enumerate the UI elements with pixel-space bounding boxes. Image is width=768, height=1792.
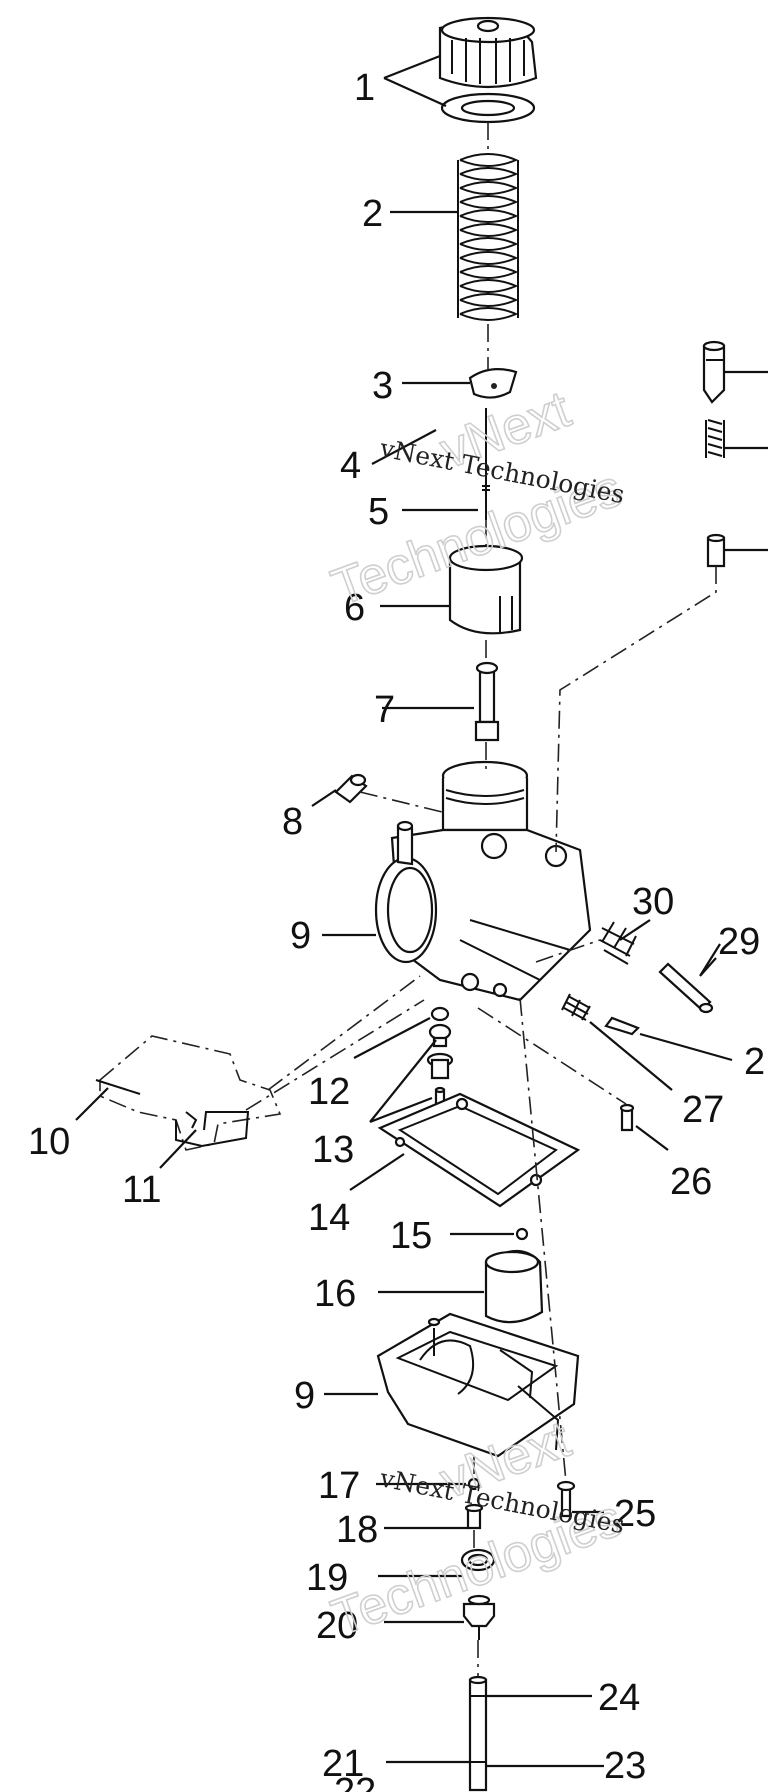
callout-22: 22 [334, 1771, 376, 1792]
part-10-11-line [95, 1035, 282, 1151]
part-15-ball [515, 1227, 529, 1241]
callout-20: 20 [316, 1605, 358, 1647]
part-17-20-drain [460, 1477, 496, 1640]
callout-25: 25 [614, 1493, 656, 1535]
callout-3: 3 [372, 365, 393, 407]
callout-4: 4 [340, 445, 361, 487]
callout-26: 26 [670, 1161, 712, 1203]
callout-14: 14 [308, 1197, 350, 1239]
callout-13: 13 [312, 1129, 354, 1171]
callout-7: 7 [374, 689, 395, 731]
part-27-28-pilot-screw [561, 993, 640, 1036]
callout-28: 2 [744, 1041, 765, 1083]
part-1-cap [438, 16, 538, 124]
part-29-30-idle-screw [599, 921, 714, 1014]
callout-16: 16 [314, 1273, 356, 1315]
part-4-5-needle [482, 408, 490, 520]
part-2-spring [457, 153, 519, 321]
callout-12: 12 [308, 1071, 350, 1113]
part-fittings-right [702, 340, 726, 568]
part-25-screw [556, 1480, 576, 1518]
callout-30: 30 [632, 881, 674, 923]
part-8-plug [334, 773, 368, 804]
callout-10: 10 [28, 1121, 70, 1163]
callout-9-bowl: 9 [294, 1375, 315, 1417]
callout-29: 29 [718, 921, 760, 963]
callout-17: 17 [318, 1465, 360, 1507]
callout-labels: 1 2 3 4 5 6 7 8 9 9 10 11 12 13 14 15 16… [28, 67, 765, 1792]
part-16-float [484, 1250, 544, 1324]
part-7-holder [474, 661, 500, 742]
part-9-float-bowl [376, 1312, 580, 1458]
callout-18: 18 [336, 1509, 378, 1551]
callout-19: 19 [306, 1557, 348, 1599]
callout-24: 24 [598, 1677, 640, 1719]
callout-11: 11 [122, 1169, 161, 1211]
part-3-plate [468, 367, 518, 399]
callout-5: 5 [368, 491, 389, 533]
callout-8: 8 [282, 801, 303, 843]
leader-lines [75, 54, 768, 1768]
callout-1: 1 [354, 67, 375, 109]
part-9-carburetor-body [374, 760, 592, 1002]
callout-21: 21 [322, 1743, 364, 1785]
part-14-gasket [377, 1092, 581, 1208]
callout-27: 27 [682, 1089, 724, 1131]
callout-23: 23 [604, 1745, 646, 1787]
part-6-slide [448, 544, 524, 635]
part-12-13-jets [426, 1006, 454, 1106]
callout-2: 2 [362, 193, 383, 235]
part-26-jet [619, 1103, 635, 1132]
callout-6: 6 [344, 587, 365, 629]
part-21-24-standpipe [468, 1675, 488, 1792]
callout-9-body: 9 [290, 915, 311, 957]
callout-15: 15 [390, 1215, 432, 1257]
assembly-lines [245, 122, 717, 1676]
